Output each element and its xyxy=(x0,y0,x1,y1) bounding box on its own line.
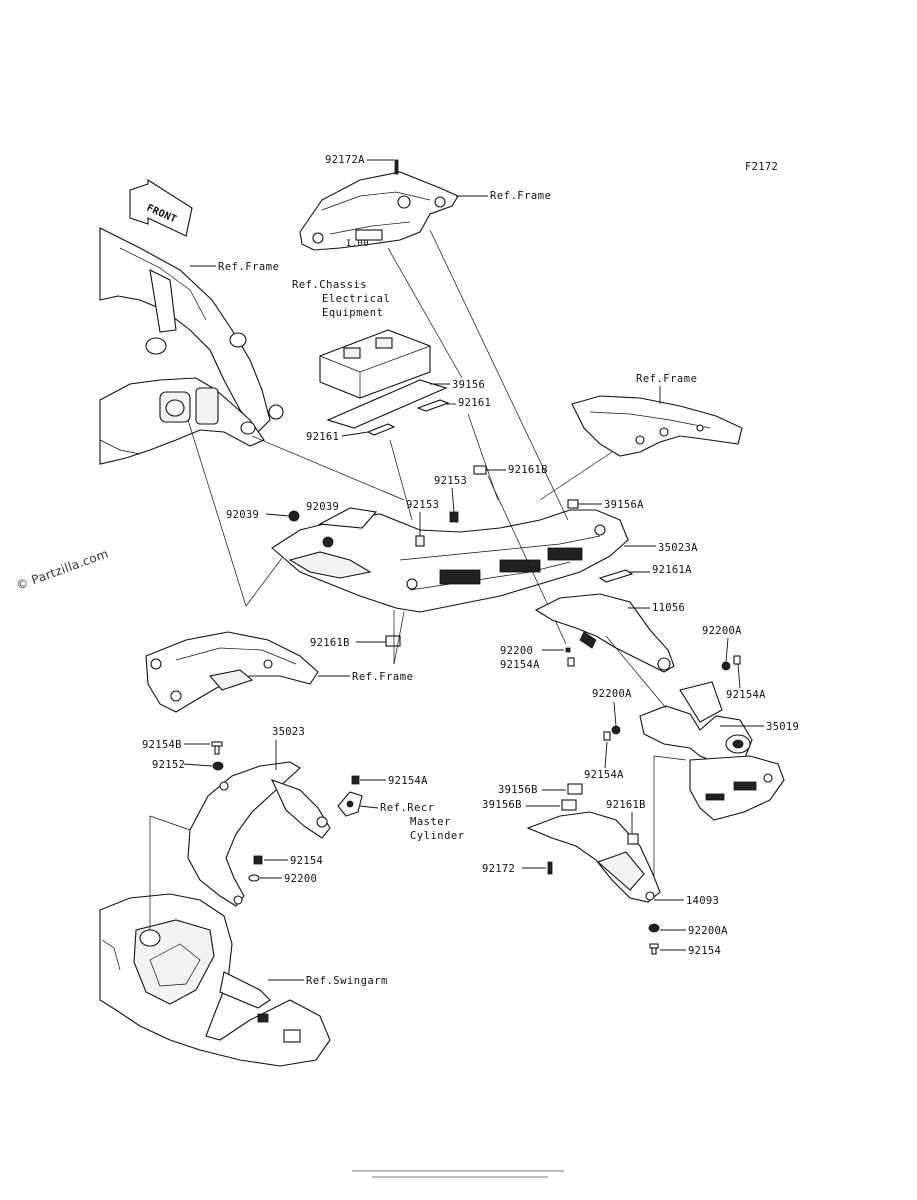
ref-chassis-line3: Equipment xyxy=(322,307,383,319)
label-92154B: 92154B xyxy=(142,739,182,751)
watermark: © Partzilla.com xyxy=(14,546,110,592)
label-92200A-mid: 92200A xyxy=(592,688,632,700)
collar-92200A-right-icon xyxy=(721,661,731,671)
label-92172: 92172 xyxy=(482,863,515,875)
battery-part xyxy=(319,329,431,399)
grommet-92153-a-icon xyxy=(449,511,459,523)
label-92154A-left: 92154A xyxy=(388,775,428,787)
label-92152: 92152 xyxy=(152,759,185,771)
undertray-35023A-part xyxy=(271,507,629,613)
bolt-92154B-icon xyxy=(211,741,223,755)
ref-recr-line1: Ref.Recr xyxy=(380,802,435,814)
label-92153-b: 92153 xyxy=(406,499,439,511)
label-39156B-b: 39156B xyxy=(482,799,522,811)
label-92200-left: 92200 xyxy=(284,873,317,885)
label-92161B-mid: 92161B xyxy=(310,637,350,649)
clip-92161B-low-part xyxy=(627,833,639,845)
label-39156B-a: 39156B xyxy=(498,784,538,796)
ref-recr-line3: Cylinder xyxy=(410,830,465,842)
damper-39156B-b-part xyxy=(561,799,577,811)
ref-chassis-line2: Electrical xyxy=(322,293,390,305)
swingarm-part xyxy=(99,893,331,1067)
frame-lower-left-part xyxy=(145,631,319,713)
label-92200A-bottom: 92200A xyxy=(688,925,728,937)
label-92154A-right: 92154A xyxy=(726,689,766,701)
label-39156A: 39156A xyxy=(604,499,644,511)
label-92039-b: 92039 xyxy=(306,501,339,513)
label-35023A: 35023A xyxy=(658,542,698,554)
damper-39156A-part xyxy=(567,499,579,509)
clip-92161B-mid-part xyxy=(385,635,401,647)
bracket-35019-part xyxy=(639,681,785,821)
fender-11056-part xyxy=(534,593,675,673)
pad-39156-part xyxy=(326,379,448,429)
collar-92200-left-icon xyxy=(248,874,260,882)
label-14093: 14093 xyxy=(686,895,719,907)
collar-92200-icon xyxy=(565,647,571,653)
bolt-92154-bottom-icon xyxy=(649,943,659,955)
bolt-92154A-a-icon xyxy=(567,657,575,667)
label-92161-right: 92161 xyxy=(458,397,491,409)
front-arrow-icon: FRONT xyxy=(129,178,193,237)
guard-35023-part xyxy=(187,761,331,907)
bolt-92172-icon xyxy=(547,861,553,875)
collar-92200A-mid-icon xyxy=(611,725,621,735)
label-11056: 11056 xyxy=(652,602,685,614)
bolt-92154A-right-icon xyxy=(733,655,741,665)
label-92200: 92200 xyxy=(500,645,533,657)
label-35023: 35023 xyxy=(272,726,305,738)
label-92161-left: 92161 xyxy=(306,431,339,443)
ref-frame-left: Ref.Frame xyxy=(218,261,279,273)
label-92200A-right: 92200A xyxy=(702,625,742,637)
label-39156: 39156 xyxy=(452,379,485,391)
svg-text:I.00: I.00 xyxy=(346,239,369,249)
ref-frame-right: Ref.Frame xyxy=(636,373,697,385)
label-92154-bottom: 92154 xyxy=(688,945,721,957)
inner-fender-14093-part xyxy=(526,811,661,903)
label-92161B-low: 92161B xyxy=(606,799,646,811)
ref-recr-line2: Master xyxy=(410,816,451,828)
pad-92161A-part xyxy=(598,569,634,583)
bolt-92154-left-icon xyxy=(253,855,263,865)
bolt-92154A-mid-icon xyxy=(603,731,611,741)
nut-92039-a-icon xyxy=(288,510,300,522)
damper-39156B-a-part xyxy=(567,783,583,795)
label-92154A-a: 92154A xyxy=(500,659,540,671)
grommet-92153-b-icon xyxy=(415,535,425,547)
frame-upper-part: I.00 xyxy=(299,171,459,251)
label-92161A: 92161A xyxy=(652,564,692,576)
label-92172A: 92172A xyxy=(325,154,365,166)
ref-chassis-line1: Ref.Chassis xyxy=(292,279,367,291)
collar-92152-icon xyxy=(212,761,224,771)
label-35019: 35019 xyxy=(766,721,799,733)
figure-code: F2172 xyxy=(745,161,778,173)
pad-92161-left-part xyxy=(366,423,396,436)
label-92154A-mid: 92154A xyxy=(584,769,624,781)
ref-swingarm: Ref.Swingarm xyxy=(306,975,388,987)
nut-92039-b-icon xyxy=(322,536,334,548)
bolt-92154A-left-icon xyxy=(351,775,360,785)
label-92039-a: 92039 xyxy=(226,509,259,521)
master-cylinder-bracket-part xyxy=(337,791,363,817)
bolt-92172A-icon xyxy=(394,159,399,175)
collar-92200A-bottom-icon xyxy=(648,923,660,933)
label-92154-left: 92154 xyxy=(290,855,323,867)
ref-frame-bottom: Ref.Frame xyxy=(352,671,413,683)
frame-right-part xyxy=(571,395,743,457)
label-92153-a: 92153 xyxy=(434,475,467,487)
label-92161B-top: 92161B xyxy=(508,464,548,476)
pad-92161-right-part xyxy=(416,399,450,412)
frame-left-part xyxy=(99,227,284,465)
footer-fineprint xyxy=(352,1170,564,1178)
clip-92161B-top-part xyxy=(473,465,487,475)
ref-frame-top: Ref.Frame xyxy=(490,190,551,202)
